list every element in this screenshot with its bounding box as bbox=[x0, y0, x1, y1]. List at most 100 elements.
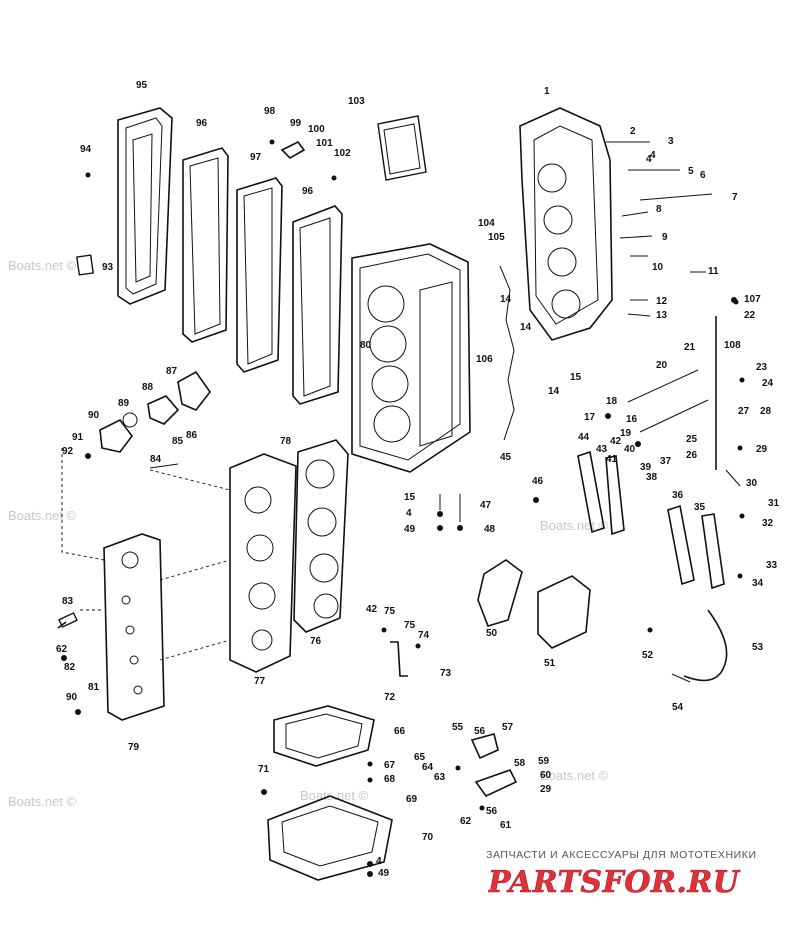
gasket-66 bbox=[273, 705, 375, 767]
part-label: 56 bbox=[474, 726, 486, 737]
part-label: 4 bbox=[650, 150, 656, 161]
part-label: 2 bbox=[630, 126, 636, 137]
part-label: 30 bbox=[746, 478, 758, 489]
part-label: 57 bbox=[502, 722, 514, 733]
plate-61 bbox=[474, 769, 518, 798]
cover-96b bbox=[292, 205, 343, 405]
part-label: 35 bbox=[694, 502, 706, 513]
part-label: 23 bbox=[756, 362, 768, 373]
part-label: 96 bbox=[302, 186, 314, 197]
part-label: 13 bbox=[656, 310, 668, 321]
part-label: 4 bbox=[406, 508, 412, 519]
part-label: 67 bbox=[384, 760, 396, 771]
leader-line bbox=[149, 469, 231, 491]
part-label: 53 bbox=[752, 642, 764, 653]
part-label: 62 bbox=[460, 816, 472, 827]
part-label: 105 bbox=[488, 232, 505, 243]
part-label: 94 bbox=[80, 144, 92, 155]
part-label: 22 bbox=[744, 310, 756, 321]
part-label: 8 bbox=[656, 204, 662, 215]
screw-98 bbox=[269, 139, 275, 145]
part-labels: 1 2 3 4 5 6 7 8 9 10 11 12 13 14 14 14 1… bbox=[56, 80, 780, 879]
part-label: 83 bbox=[62, 596, 74, 607]
part-label: 42 bbox=[610, 436, 622, 447]
part-label: 71 bbox=[258, 764, 270, 775]
part-label: 44 bbox=[578, 432, 590, 443]
part-label: 27 bbox=[738, 406, 750, 417]
brand-caption: ЗАПЧАСТИ И АКСЕССУАРЫ ДЛЯ МОТОТЕХНИКИ bbox=[486, 849, 757, 861]
bolt-82 bbox=[61, 655, 67, 661]
logo-text: PARTSFOR.RU bbox=[488, 865, 741, 900]
bracket-45 bbox=[499, 265, 515, 441]
fasteners bbox=[261, 299, 745, 877]
part-label: 49 bbox=[378, 868, 390, 879]
part-label: 39 bbox=[640, 462, 652, 473]
part-label: 36 bbox=[672, 490, 684, 501]
part-label: 92 bbox=[62, 446, 74, 457]
part-label: 19 bbox=[620, 428, 632, 439]
part-label: 49 bbox=[404, 524, 416, 535]
part-label: 95 bbox=[136, 80, 148, 91]
part-label: 68 bbox=[384, 774, 396, 785]
part-label: 24 bbox=[762, 378, 774, 389]
links-35-36-43-44 bbox=[577, 450, 725, 590]
part-label: 10 bbox=[652, 262, 664, 273]
part-label: 48 bbox=[484, 524, 496, 535]
bolt-80 bbox=[75, 709, 81, 715]
part-label: 85 bbox=[172, 436, 184, 447]
part-label: 46 bbox=[532, 476, 544, 487]
part-label: 32 bbox=[762, 518, 774, 529]
part-label: 1 bbox=[544, 86, 550, 97]
part-label: 45 bbox=[500, 452, 512, 463]
part-label: 29 bbox=[540, 784, 552, 795]
part-99 bbox=[280, 140, 306, 159]
part-label: 29 bbox=[756, 444, 768, 455]
part-label: 101 bbox=[316, 138, 333, 149]
cover-gasket-95 bbox=[117, 107, 173, 305]
part-label: 9 bbox=[662, 232, 668, 243]
part-label: 50 bbox=[486, 628, 498, 639]
part-label: 75 bbox=[384, 606, 396, 617]
part-label: 41 bbox=[606, 454, 618, 465]
part-label: 79 bbox=[128, 742, 140, 753]
part-label: 43 bbox=[596, 444, 608, 455]
part-label: 11 bbox=[708, 266, 719, 277]
leader-line bbox=[159, 639, 231, 661]
watermark: Boats.net © bbox=[8, 794, 77, 809]
part-label: 61 bbox=[500, 820, 512, 831]
part-label: 73 bbox=[440, 668, 452, 679]
part-label: 4 bbox=[646, 154, 652, 165]
part-label: 100 bbox=[308, 124, 325, 135]
part-label: 42 bbox=[366, 604, 378, 615]
part-label: 31 bbox=[768, 498, 780, 509]
part-label: 76 bbox=[310, 636, 322, 647]
part-label: 47 bbox=[480, 500, 492, 511]
part-label: 51 bbox=[544, 658, 556, 669]
part-label: 88 bbox=[142, 382, 154, 393]
gasket-50 bbox=[477, 559, 523, 627]
watermarks: Boats.net © Boats.net © Boats.net © Boat… bbox=[8, 258, 609, 809]
part-102 bbox=[331, 175, 337, 181]
part-label: 15 bbox=[570, 372, 582, 383]
part-label: 15 bbox=[404, 492, 416, 503]
part-label: 14 bbox=[548, 386, 560, 397]
thermostat-parts bbox=[85, 370, 211, 469]
hose-53 bbox=[683, 609, 728, 682]
head-gasket-76 bbox=[293, 439, 349, 633]
part-label: 69 bbox=[406, 794, 418, 805]
part-label: 5 bbox=[688, 166, 694, 177]
part-label: 65 bbox=[414, 752, 426, 763]
part-label: 60 bbox=[540, 770, 552, 781]
cylinder-head-77 bbox=[229, 453, 297, 673]
gasket-66-inner bbox=[285, 713, 363, 759]
part-label: 33 bbox=[766, 560, 778, 571]
decal-93 bbox=[76, 254, 94, 276]
bracket-72 bbox=[390, 641, 408, 677]
adapter-plate-70-inner bbox=[281, 805, 379, 867]
part-label: 55 bbox=[452, 722, 464, 733]
part-label: 82 bbox=[64, 662, 76, 673]
part-label: 103 bbox=[348, 96, 365, 107]
screw-94 bbox=[85, 172, 91, 178]
part-label: 86 bbox=[186, 430, 198, 441]
part-label: 28 bbox=[760, 406, 772, 417]
